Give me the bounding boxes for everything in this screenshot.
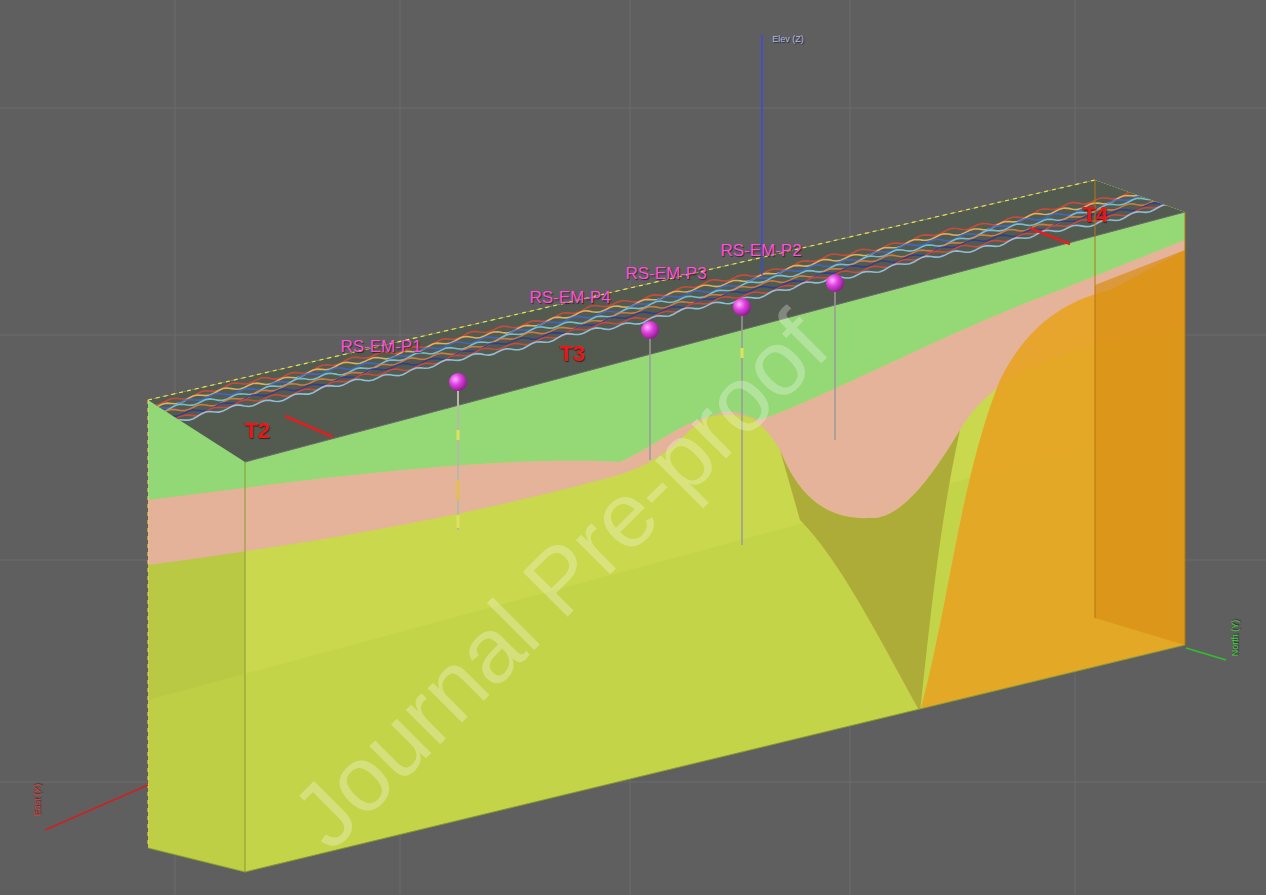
seismic-trace (150, 194, 1180, 413)
seismic-section (150, 182, 1180, 427)
seismic-trace (150, 188, 1180, 411)
piezometer-label: RS-EM-P1 (340, 338, 421, 357)
seismic-trace (150, 205, 1180, 428)
box-edges (148, 180, 1185, 872)
axis-label: North (Y) (1231, 620, 1241, 657)
piezometer-label: RS-EM-P3 (625, 265, 706, 284)
transect-label: T4 (1082, 203, 1108, 227)
piezometer-label: RS-EM-P2 (720, 242, 801, 261)
seismic-trace (150, 182, 1180, 405)
seismic-trace (150, 200, 1180, 422)
axis-label: East (X) (33, 784, 43, 817)
axis-label: Elev (Z) (772, 35, 804, 45)
model-volume (148, 120, 1185, 872)
piezometer-label: RS-EM-P4 (529, 289, 610, 308)
seismic-trace (150, 196, 1180, 421)
transect-label: T3 (559, 342, 585, 366)
watermark: Journal Pre-proof (273, 293, 847, 867)
seismic-trace (150, 196, 1180, 417)
transect-label: T2 (244, 419, 270, 443)
